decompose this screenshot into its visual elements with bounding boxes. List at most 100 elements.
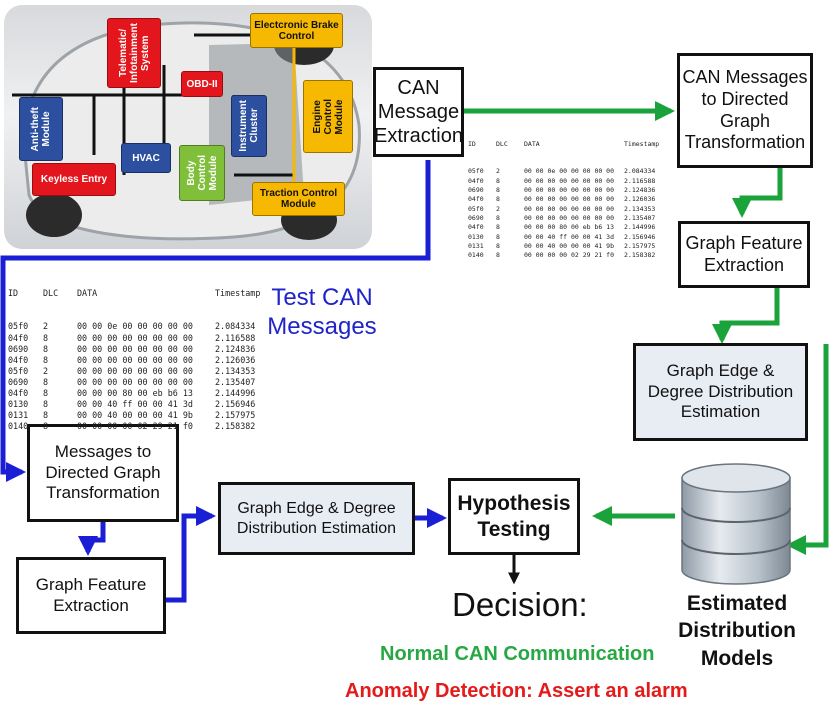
- log-bottom-cell-dlc: 8: [43, 399, 49, 410]
- log-bottom-cell-data: 00 00 00 80 00 eb b6 13: [77, 388, 193, 399]
- can-message-extraction-box: CAN Message Extraction: [373, 67, 464, 157]
- log-bottom-cell-ts: 2.126036: [215, 354, 256, 365]
- log-bottom-cell-dlc: 8: [43, 421, 49, 432]
- log-bottom-cell-dlc: 2: [43, 365, 49, 376]
- log-top-cell-ts: 2.158382: [624, 251, 656, 260]
- log-top-cell-ts: 2.135407: [624, 213, 656, 222]
- log-top-cell-ts: 2.157975: [624, 241, 656, 250]
- log-bottom-cell-id: 0690: [8, 376, 29, 387]
- database-icon: [681, 463, 791, 585]
- log-bottom-cell-data: 00 00 00 00 00 00 00 00: [77, 376, 193, 387]
- log-top-cell-data: 00 00 00 00 00 00 00 00: [524, 186, 615, 195]
- log-bottom-cell-data: 00 00 00 00 02 29 21 f0: [77, 421, 193, 432]
- log-bottom-cell-dlc: 8: [43, 376, 49, 387]
- log-top-cell-ts: 2.124836: [624, 186, 656, 195]
- log-top-cell-ts: 2.144996: [624, 223, 656, 232]
- ecu-instrument: Instrument Cluster: [231, 95, 267, 157]
- log-top-cell-dlc: 8: [496, 251, 500, 260]
- log-bottom-cell-data: 00 00 00 00 00 00 00 00: [77, 332, 193, 343]
- anomaly-outcome: Anomaly Detection: Assert an alarm: [345, 680, 688, 702]
- log-top-cell-data: 00 00 00 80 00 eb b6 13: [524, 223, 615, 232]
- log-top-cell-id: 05f0: [468, 204, 484, 213]
- log-top-cell-data: 00 00 00 00 00 00 00 00: [524, 176, 615, 185]
- log-top-cell-dlc: 2: [496, 167, 500, 176]
- log-top-cell-data: 00 00 40 ff 00 00 41 3d: [524, 232, 615, 241]
- log-bottom-cell-dlc: 8: [43, 388, 49, 399]
- log-bottom-cell-ts: 2.134353: [215, 365, 256, 376]
- log-bottom-cell-data: 00 00 00 00 00 00 00 00: [77, 365, 193, 376]
- can-to-graph-box: CAN Messages to Directed Graph Transform…: [677, 53, 813, 168]
- log-top-cell-id: 0690: [468, 213, 484, 222]
- log-top-cell-data: 00 00 0e 00 00 00 00 00: [524, 167, 615, 176]
- log-bottom-cell-data: 00 00 40 00 00 00 41 9b: [77, 410, 193, 421]
- log-top-cell-data: 00 00 00 00 02 29 21 f0: [524, 251, 615, 260]
- log-bottom-cell-ts: 2.158382: [215, 421, 256, 432]
- log-top-cell-dlc: 2: [496, 204, 500, 213]
- log-top-cell-dlc: 8: [496, 213, 500, 222]
- log-top-row: 05f0 2 00 00 00 00 00 00 00 00 2.134353: [468, 205, 659, 214]
- ecu-hvac: HVAC: [121, 143, 171, 173]
- graph-edge-degree-top-box: Graph Edge & Degree Distribution Estimat…: [633, 343, 808, 441]
- log-top-cell-id: 0690: [468, 186, 484, 195]
- ecu-antitheft: Anti-theft Module: [19, 97, 63, 161]
- ecu-traction: Traction Control Module: [252, 182, 345, 216]
- log-top-cell-ts: 2.126036: [624, 195, 656, 204]
- ecu-electronic-brake: Electcronic Brake Control: [250, 13, 343, 48]
- arrow-extract-to-bottom: [0, 160, 431, 482]
- log-top-cell-dlc: 8: [496, 176, 500, 185]
- log-bottom-cell-data: 00 00 00 00 00 00 00 00: [77, 343, 193, 354]
- log-bottom-cell-dlc: 8: [43, 410, 49, 421]
- arrow-feature-to-edge-top: [712, 288, 780, 344]
- log-bottom-cell-ts: 2.084334: [215, 321, 256, 332]
- graph-edge-degree-bottom-box: Graph Edge & Degree Distribution Estimat…: [218, 482, 415, 555]
- log-top-cell-ts: 2.156946: [624, 232, 656, 241]
- log-bottom-cell-id: 04f0: [8, 354, 29, 365]
- ecu-obd: OBD-II: [181, 71, 223, 97]
- log-bottom-cell-ts: 2.116588: [215, 332, 256, 343]
- log-bottom-row: 0690 8 00 00 00 00 00 00 00 00 2.135407: [8, 377, 260, 388]
- log-bottom-cell-data: 00 00 0e 00 00 00 00 00: [77, 321, 193, 332]
- log-top-cell-dlc: 8: [496, 223, 500, 232]
- log-bottom-cell-ts: 2.157975: [215, 410, 256, 421]
- log-bottom-cell-id: 0140: [8, 421, 29, 432]
- log-top-cell-id: 0131: [468, 241, 484, 250]
- arrow-graph-to-feature-bottom: [78, 522, 106, 556]
- log-top-row: 0140 8 00 00 00 00 02 29 21 f0 2.158382: [468, 251, 659, 260]
- hypothesis-testing-box: Hypothesis Testing: [448, 478, 580, 555]
- arrow-edge-to-db: [786, 344, 829, 555]
- log-top-cell-id: 04f0: [468, 195, 484, 204]
- log-top-cell-data: 00 00 00 00 00 00 00 00: [524, 204, 615, 213]
- car-ecu-diagram: Telematic/ Infotainment System Electcron…: [4, 5, 372, 249]
- graph-feature-extraction-top-box: Graph Feature Extraction: [678, 221, 810, 288]
- log-top-cell-id: 04f0: [468, 176, 484, 185]
- log-bottom-cell-ts: 2.135407: [215, 376, 256, 387]
- graph-feature-extraction-bottom-box: Graph Feature Extraction: [16, 557, 166, 634]
- messages-to-graph-bottom-box: Messages to Directed Graph Transformatio…: [27, 424, 179, 522]
- log-bottom-cell-dlc: 8: [43, 354, 49, 365]
- log-bottom-cell-id: 0690: [8, 343, 29, 354]
- log-top-cell-id: 05f0: [468, 167, 484, 176]
- decision-label: Decision:: [452, 586, 588, 623]
- log-top-cell-data: 00 00 00 00 00 00 00 00: [524, 195, 615, 204]
- log-bottom-cell-dlc: 8: [43, 343, 49, 354]
- log-top-cell-id: 0140: [468, 251, 484, 260]
- log-bottom-cell-dlc: 8: [43, 332, 49, 343]
- log-top-cell-ts: 2.134353: [624, 204, 656, 213]
- ecu-keyless: Keyless Entry: [32, 163, 116, 196]
- log-bottom-cell-id: 04f0: [8, 388, 29, 399]
